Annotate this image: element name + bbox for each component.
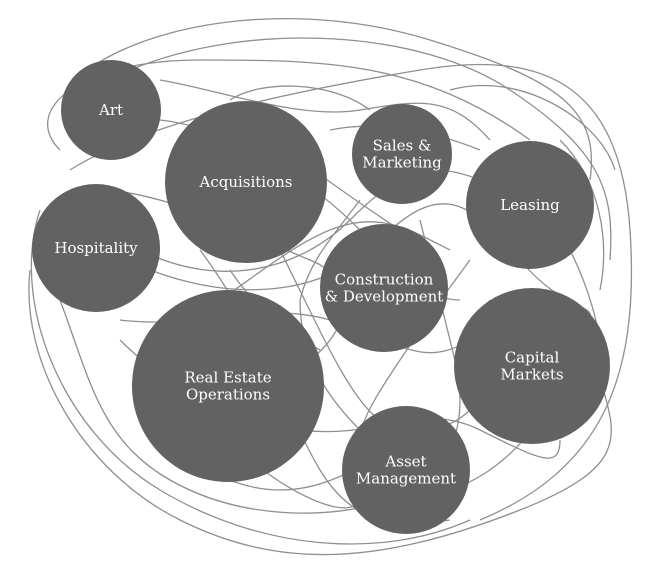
node-sales-marketing: Sales &Marketing: [352, 104, 452, 204]
node-label: Real Estate: [184, 369, 271, 387]
node-circle: [61, 60, 161, 160]
node-art: Art: [61, 60, 161, 160]
node-label: Management: [356, 470, 456, 488]
connector-line: [559, 139, 605, 291]
node-circle: [466, 141, 594, 269]
connector-line: [129, 37, 612, 261]
connector-line: [159, 79, 491, 141]
node-hospitality: Hospitality: [32, 184, 160, 312]
node-circle: [132, 290, 324, 482]
connector-line: [59, 299, 391, 514]
node-circle: [352, 104, 452, 204]
node-label: Art: [98, 101, 123, 119]
node-label: Asset: [384, 453, 426, 471]
connector-line: [89, 18, 593, 181]
node-label: Construction: [335, 271, 434, 289]
node-construction-development: Construction& Development: [320, 224, 448, 352]
node-label: Hospitality: [54, 239, 138, 257]
connector-line: [299, 199, 361, 301]
node-circle: [165, 101, 327, 263]
connector-line: [47, 59, 531, 151]
node-label: Markets: [500, 366, 563, 384]
connector-line: [30, 209, 471, 545]
node-label: Leasing: [500, 196, 560, 214]
connector-line: [28, 269, 612, 556]
node-label: Operations: [186, 386, 270, 404]
node-acquisitions: Acquisitions: [165, 101, 327, 263]
connector-line: [449, 84, 616, 171]
node-label: Capital: [505, 349, 560, 367]
node-circle: [320, 224, 448, 352]
node-label: & Development: [325, 288, 444, 306]
node-circle: [342, 406, 470, 534]
node-label: Marketing: [362, 154, 442, 172]
node-circle: [454, 288, 610, 444]
node-label: Acquisitions: [198, 173, 292, 191]
node-circle: [32, 184, 160, 312]
node-leasing: Leasing: [466, 141, 594, 269]
connector-line: [229, 85, 371, 111]
node-label: Sales &: [373, 137, 432, 155]
